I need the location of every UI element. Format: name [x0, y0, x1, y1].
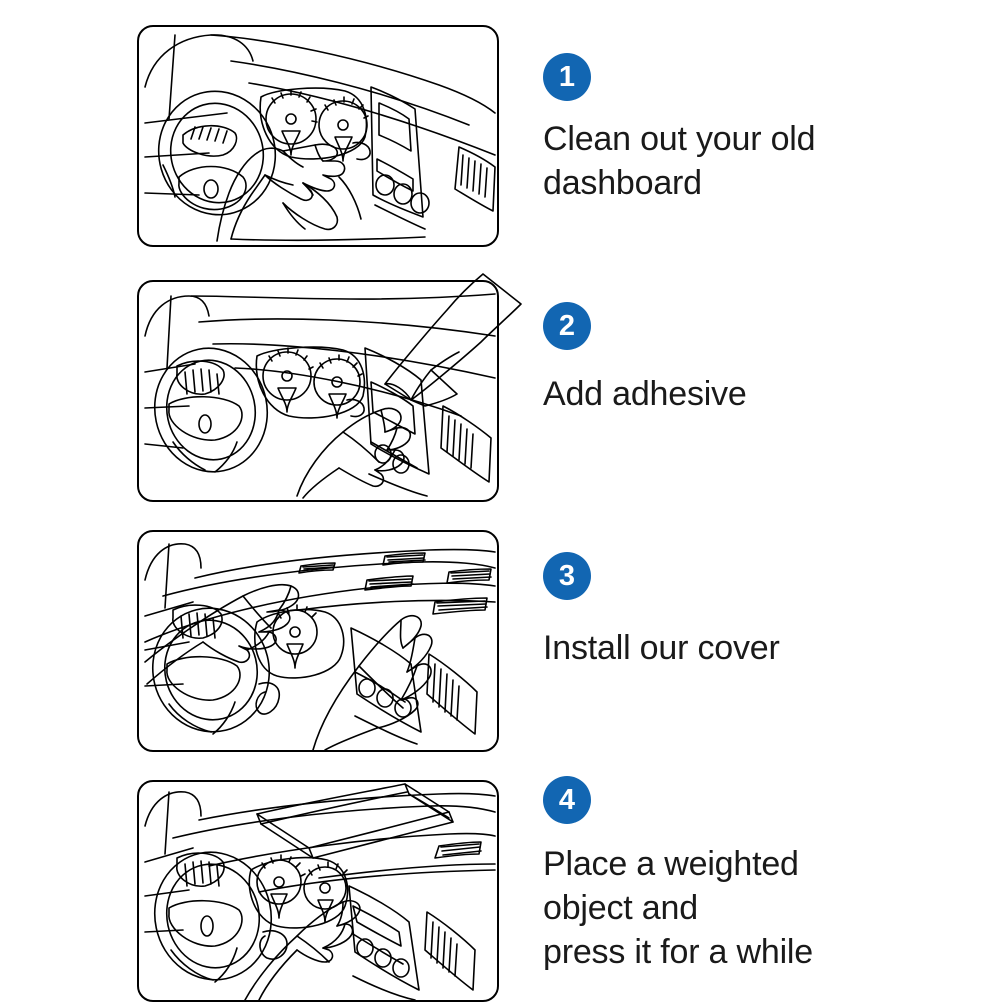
seat-and-pillar-3: [144, 543, 202, 687]
step-caption-2: Add adhesive: [543, 375, 747, 413]
side-vent-4: [424, 911, 476, 991]
defroster-vents-3: [298, 552, 492, 615]
hand-pressing-4: [244, 899, 361, 1001]
illustration-panel-3: [137, 530, 499, 752]
hand-with-cloth-1: [216, 143, 346, 242]
step-item-3: 3 Install our cover: [0, 530, 1000, 758]
adhesive-applicator-2: [384, 273, 522, 407]
step-caption-1: Clean out your old dashboard: [543, 120, 816, 203]
step-caption-3: Install our cover: [543, 629, 780, 667]
seat-and-pillar-4: [144, 791, 202, 933]
step-badge-1: 1: [543, 53, 591, 101]
illustration-panel-1: [137, 25, 499, 247]
cloth-1: [282, 182, 339, 231]
step-badge-4: 4: [543, 776, 591, 824]
center-console-2: [364, 347, 430, 497]
steering-wheel-2: [153, 347, 269, 473]
steering-wheel-1: [157, 90, 277, 216]
step-text-3: 3 Install our cover: [543, 530, 973, 670]
illustration-panel-4: [137, 780, 499, 1002]
center-console-4: [348, 885, 420, 1001]
center-console-1: [370, 86, 430, 230]
seat-and-pillar-2: [144, 295, 210, 449]
left-hand-smoothing-3: [144, 583, 300, 685]
defroster-vent-4: [434, 841, 482, 859]
step-item-4: 4 Place a weighted object and press it f…: [0, 776, 1000, 1008]
hand-pressing-2: [296, 407, 412, 499]
instrument-cluster-2: [255, 346, 366, 419]
right-hand-smoothing-3: [312, 614, 433, 751]
illustration-panel-2: [137, 273, 522, 502]
weighted-book-4: [256, 783, 454, 859]
instrument-cluster-3: [254, 604, 345, 679]
step-text-1: 1 Clean out your old dashboard: [543, 25, 973, 205]
step-badge-2: 2: [543, 302, 591, 350]
step-text-2: 2 Add adhesive: [543, 280, 973, 416]
steering-wheel-4: [153, 851, 288, 983]
instrument-cluster-4: [248, 854, 349, 929]
step-badge-3: 3: [543, 552, 591, 600]
side-vent-1: [454, 146, 496, 212]
step-item-2: 2 Add adhesive: [0, 273, 1000, 508]
side-vent-3: [426, 653, 478, 735]
lower-dash-line-1: [230, 176, 426, 242]
step-text-4: 4 Place a weighted object and press it f…: [543, 776, 973, 975]
dash-cover-top-4: [172, 792, 496, 893]
step-caption-4: Place a weighted object and press it for…: [543, 845, 813, 972]
instrument-cluster-1: [259, 87, 371, 162]
windshield-and-dash-top-1: [210, 34, 496, 156]
side-vent-2: [440, 405, 492, 483]
step-item-1: 1 Clean out your old dashboard: [0, 25, 1000, 253]
